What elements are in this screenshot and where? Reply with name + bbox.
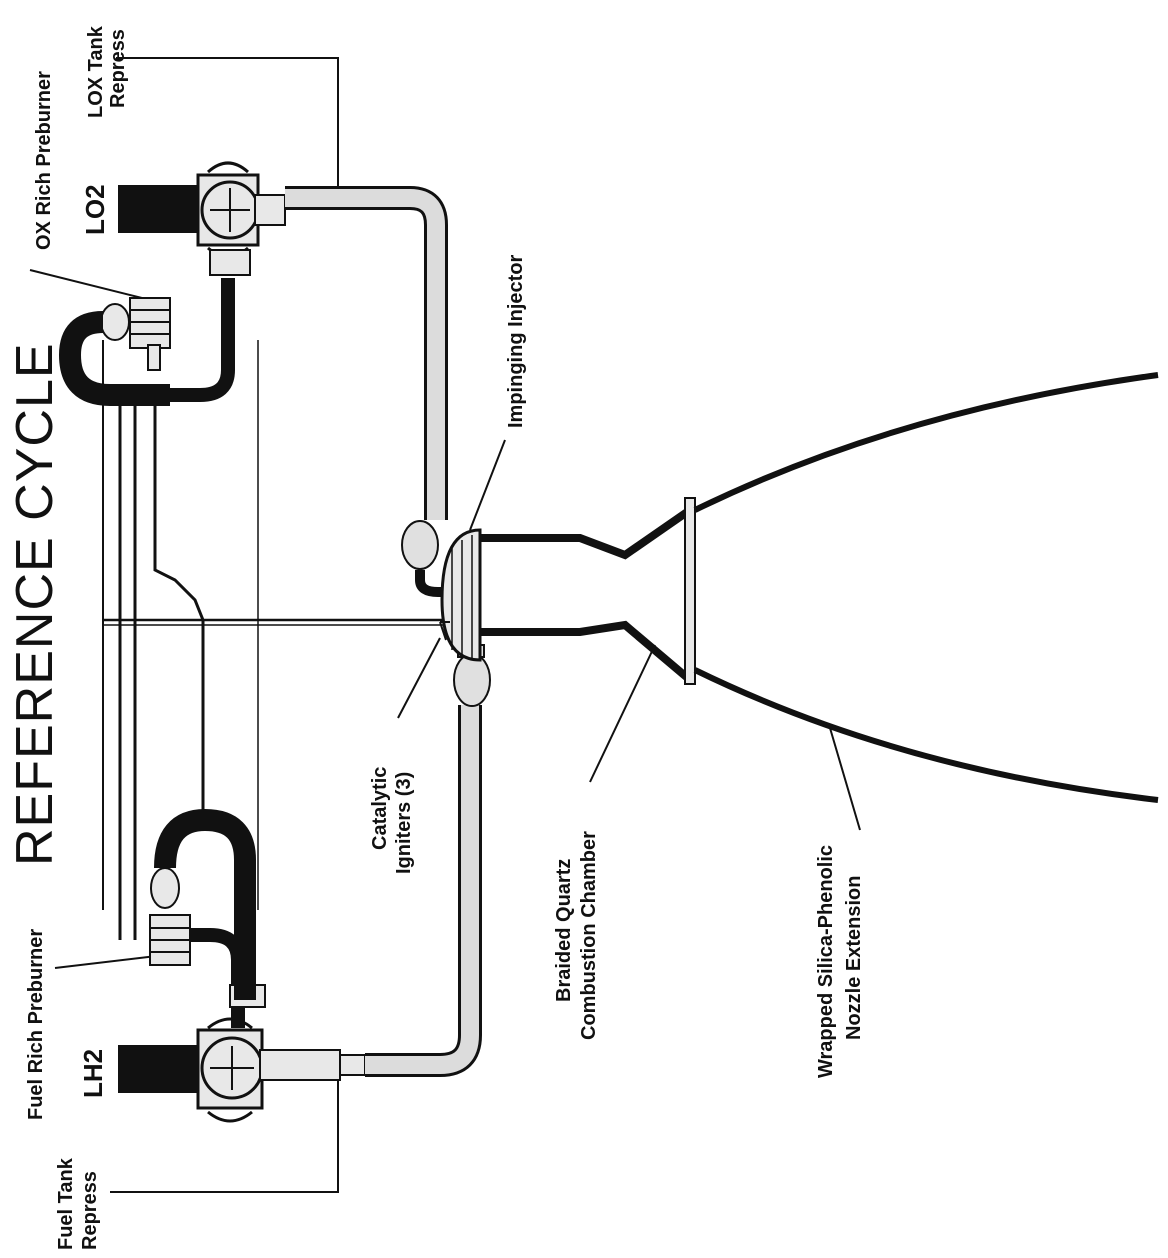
label-lh2: LH2 (78, 1049, 108, 1098)
label-catalytic-igniters-line1: Catalytic (369, 767, 391, 850)
braided-quartz-combustion-chamber (480, 510, 690, 680)
leader-impinging-injector (470, 440, 505, 530)
ox-rich-preburner (70, 298, 170, 395)
label-fuel-rich-preburner: Fuel Rich Preburner (25, 929, 47, 1120)
label-wrapped-silica-line2: Nozzle Extension (843, 876, 865, 1040)
middle-line (155, 390, 203, 820)
impinging-injector (440, 530, 480, 660)
label-braided-quartz-line1: Braided Quartz (553, 859, 575, 1002)
lo2-inlet-duct (118, 185, 208, 233)
ox-preburner-feed (168, 278, 228, 395)
label-wrapped-silica-line1: Wrapped Silica-Phenolic (815, 845, 837, 1078)
label-ox-rich-preburner-text: OX Rich Preburner (33, 71, 55, 250)
label-braided-quartz-line2: Combustion Chamber (578, 831, 600, 1040)
label-fuel-tank-repress-line2: Repress (79, 1171, 101, 1250)
nozzle-extension (685, 375, 1158, 800)
label-fuel-tank-repress-line1: Fuel Tank (55, 1157, 77, 1250)
lh2-inlet-duct (118, 1045, 208, 1093)
label-lox-tank-repress-line1: LOX Tank (85, 25, 107, 118)
lh2-discharge-duct (365, 705, 470, 1065)
leader-ox-rich-preburner (30, 270, 150, 300)
leader-catalytic-igniters (398, 638, 440, 718)
lo2-turbopump (118, 163, 285, 257)
label-catalytic-igniters-line2: Igniters (3) (393, 772, 415, 874)
label-impinging-injector: Impinging Injector (505, 254, 527, 428)
label-lo2: LO2 (80, 184, 110, 235)
label-lox-tank-repress-line2: Repress (107, 29, 129, 108)
fuel-rich-preburner (150, 820, 245, 1000)
leader-braided-quartz (590, 645, 655, 782)
leader-fuel-rich-preburner (55, 955, 165, 968)
lo2-discharge-duct (285, 198, 436, 520)
lh2-turbopump (118, 1019, 365, 1121)
leader-wrapped-silica (830, 728, 860, 830)
diagram-title: REFERENCE CYCLE (6, 342, 64, 866)
lo2-pump-bearing (210, 250, 250, 275)
